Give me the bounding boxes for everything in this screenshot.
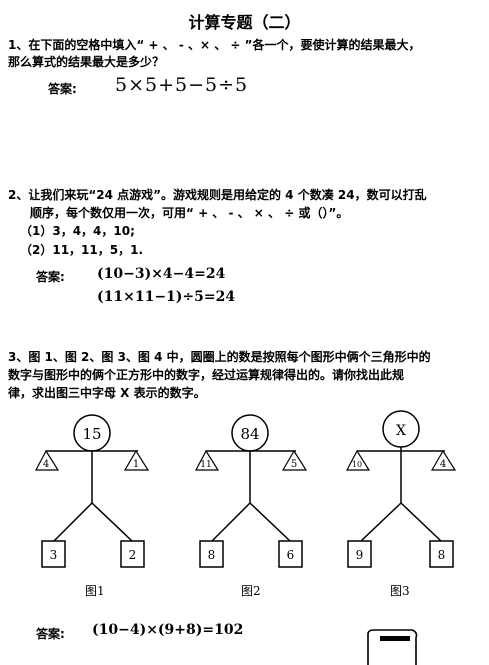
q3-answer: (10−4)×(9+8)=102: [92, 622, 244, 638]
figure-3: X 10 4 9 8: [346, 410, 457, 568]
figure-1-left-square: [41, 540, 66, 568]
figure-2-left-square-value: 8: [208, 548, 216, 562]
figure-2-left-triangle-value: 11: [200, 460, 211, 470]
figure-2-right-square: [278, 540, 303, 568]
figure-3-left-square: [347, 540, 372, 568]
figure-1-left-triangle: [35, 449, 60, 471]
partial-figure-fragment: [367, 629, 418, 665]
figure-3-left-square-value: 9: [356, 548, 364, 562]
figure-3-right-triangle: [430, 449, 457, 471]
q3-text-line1: 3、图 1、图 2、图 3、图 4 中，圆圈上的数是按照每个图形中俩个三角形中的: [8, 350, 431, 364]
figure-3-caption: 图3: [390, 584, 410, 598]
q3-answer-label: 答案:: [36, 627, 65, 641]
q2-answer-1: (10−3)×4−4=24: [97, 266, 226, 282]
figure-1-caption: 图1: [85, 584, 105, 598]
q1-text-line1: 1、在下面的空格中填入“ + 、 - 、× 、 ÷ ”各一个，要使计算的结果最大…: [8, 38, 421, 52]
figure-2: 84 11 5 8 6: [195, 414, 308, 568]
figure-3-right-square-value: 8: [438, 548, 446, 562]
figure-2-right-triangle-value: 5: [291, 459, 297, 470]
figure-1-right-triangle: [123, 449, 150, 471]
figure-2-head-value: 84: [240, 425, 259, 443]
q1-text-line2: 那么算式的结果最大是多少？: [8, 55, 165, 69]
figure-1-left-square-value: 3: [50, 548, 58, 562]
q1-answer-label: 答案:: [48, 82, 77, 96]
figure-3-head-value: X: [396, 423, 406, 439]
q2-answer-label: 答案:: [36, 270, 65, 284]
figure-3-right-square: [429, 540, 454, 568]
figure-2-left-square: [199, 540, 224, 568]
q2-text-line1: 2、让我们来玩“24 点游戏”。游戏规则是用给定的 4 个数凑 24，数可以打乱: [8, 188, 427, 202]
page-title: 计算专题（二）: [188, 13, 301, 32]
figure-1-right-square-value: 2: [129, 548, 137, 562]
figure-1-left-triangle-value: 4: [43, 459, 49, 470]
figure-3-left-triangle: [346, 449, 371, 471]
figure-2-right-square-value: 6: [287, 548, 295, 562]
figure-1-right-square: [120, 540, 145, 568]
q2-item-1: （1）3，4，4，10;: [20, 224, 135, 238]
q2-item-2: （2）11，11，5，1.: [20, 243, 144, 257]
q1-answer: 5×5+5−5÷5: [115, 74, 249, 96]
q3-text-line2: 数字与图形中的俩个正方形中的数字，经过运算规律得出的。请你找出此规: [8, 368, 405, 382]
q2-text-line2: 顺序，每个数仅用一次，可用“ + 、 - 、 × 、 ÷ 或（）”。: [30, 206, 349, 220]
figure-2-right-triangle: [281, 449, 308, 471]
figure-2-left-triangle: [195, 449, 220, 471]
figure-2-caption: 图2: [241, 584, 261, 598]
figure-3-left-triangle-value: 10: [352, 460, 362, 469]
figure-1: 15 4 1 3 2: [35, 414, 150, 568]
figure-1-head-value: 15: [82, 425, 101, 443]
figure-1-right-triangle-value: 1: [133, 459, 139, 470]
q3-text-line3: 律，求出图三中字母 X 表示的数字。: [8, 386, 206, 400]
figure-3-right-triangle-value: 4: [440, 459, 446, 470]
q2-answer-2: (11×11−1)÷5=24: [97, 289, 236, 305]
